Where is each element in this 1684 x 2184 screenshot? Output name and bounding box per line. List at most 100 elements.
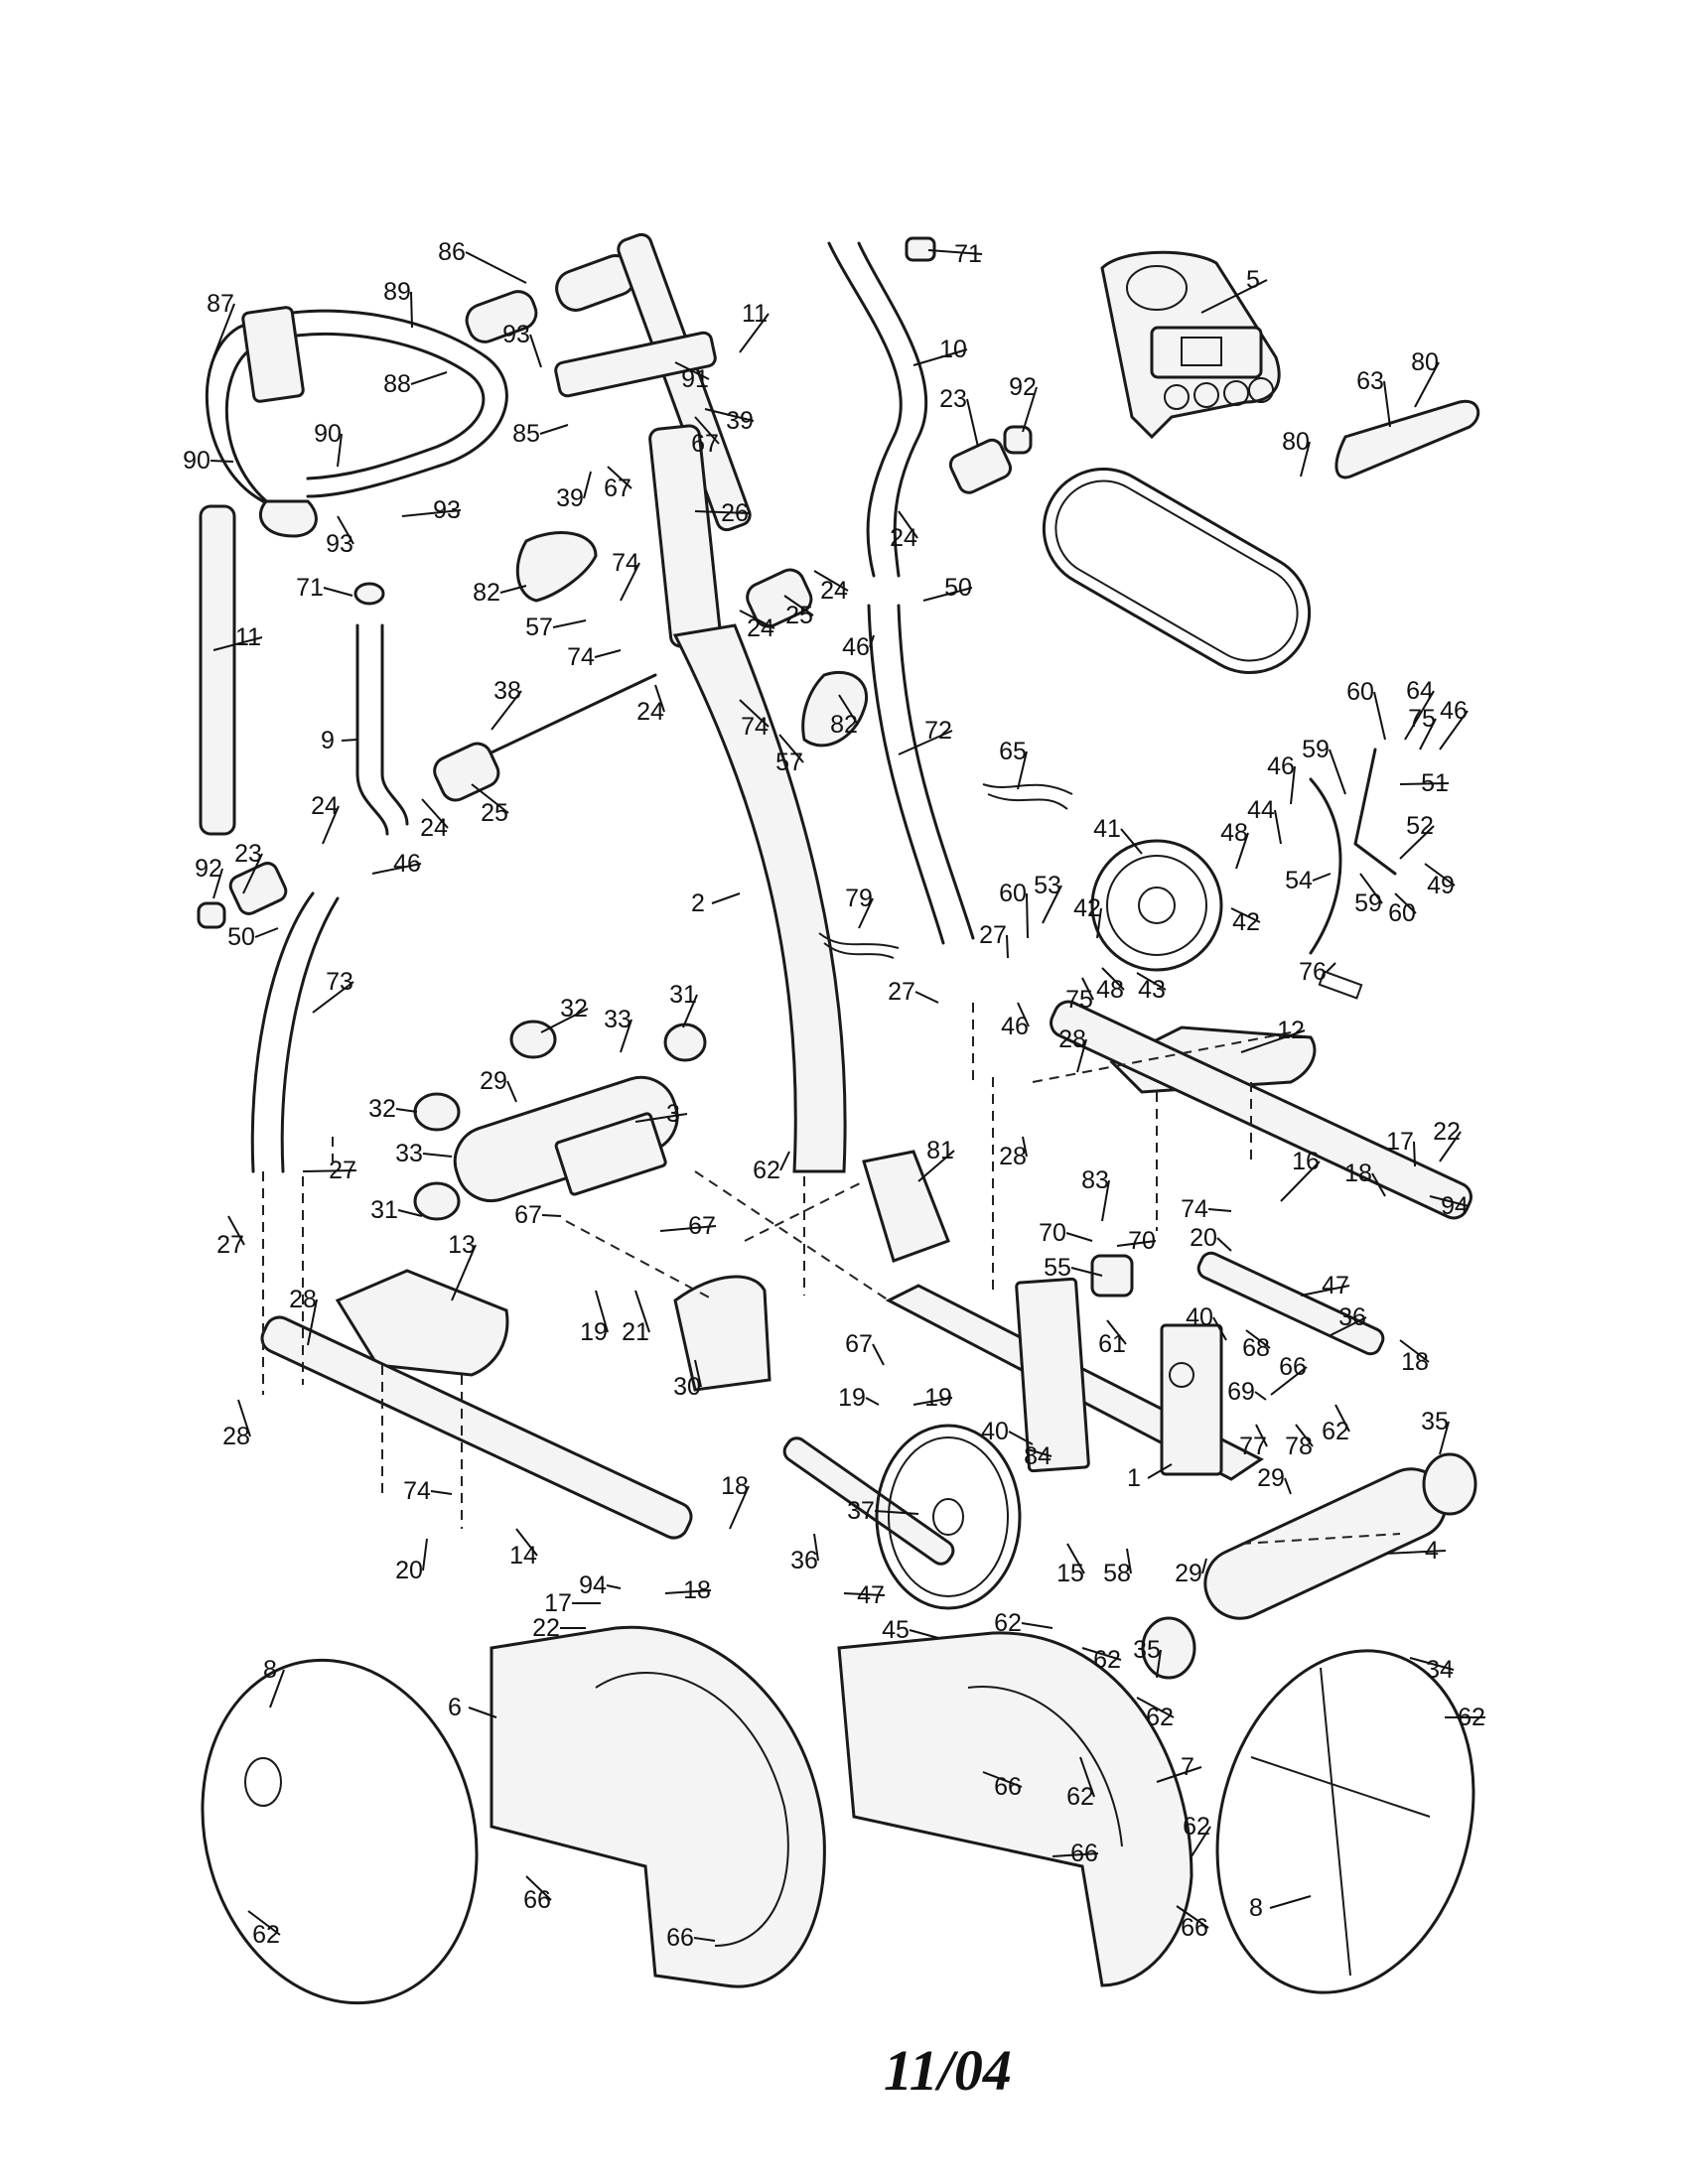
callout-leader [242,853,263,894]
callout-leader [395,1108,418,1113]
callout-number: 39 [726,407,754,435]
callout-leader [302,1169,357,1172]
callout-number: 45 [882,1616,910,1644]
callout-leader [779,1151,790,1171]
callout-number: 67 [845,1330,873,1358]
part-cap-71 [905,236,936,262]
callout-number: 81 [926,1137,954,1164]
callout-leader [693,1937,716,1942]
callout-number: 24 [420,814,448,842]
callout-leader [1065,1232,1093,1242]
callout-leader [917,1150,955,1182]
callout-leader [1022,386,1038,433]
callout-number: 27 [216,1231,244,1259]
callout-leader [1330,1316,1367,1336]
callout-leader [914,991,939,1004]
callout-leader [874,1510,919,1515]
part-bracket-91 [554,331,717,398]
callout-leader [813,570,849,592]
callout-number: 20 [1190,1224,1217,1252]
callout-number: 3 [666,1100,680,1128]
callout-number: 76 [1299,958,1327,986]
callout-leader [1383,380,1391,428]
part-pulley-37 [875,1424,1022,1610]
part-wire-79 [818,932,900,959]
callout-leader [729,1485,750,1530]
callout-leader [1270,1366,1308,1396]
callout-number: 44 [1247,796,1275,824]
callout-leader [541,1214,562,1217]
part-arm-72 [867,604,975,945]
callout-number: 62 [1066,1783,1094,1811]
callout-number: 7 [1181,1753,1194,1781]
callout-leader [966,398,979,448]
callout-leader [694,1359,702,1388]
callout-number: 28 [289,1286,317,1313]
callout-leader [1201,1558,1207,1574]
callout-leader [1300,1285,1350,1297]
callout-number: 61 [1098,1330,1126,1358]
callout-number: 42 [1232,908,1260,936]
callout-number: 37 [847,1497,875,1525]
part-pivot-25-lower [433,742,500,802]
callout-leader [471,783,509,814]
callout-leader [1052,1852,1099,1857]
callout-leader [620,562,640,602]
callout-number: 13 [448,1231,476,1259]
callout-leader [212,636,263,651]
callout-leader [1326,962,1336,973]
callout-leader [1230,907,1261,923]
callout-number: 74 [741,713,769,741]
callout-number: 42 [1073,894,1101,922]
callout-number: 19 [924,1384,952,1412]
callout-number: 15 [1056,1560,1084,1587]
callout-number: 67 [688,1212,716,1240]
callout-leader [499,585,527,594]
part-shroud-6 [490,1625,826,1988]
callout-number: 41 [1093,815,1121,843]
callout-number: 75 [1408,705,1436,733]
callout-leader [606,1584,622,1589]
callout-leader [307,1298,318,1346]
callout-number: 78 [1285,1433,1313,1460]
callout-leader [865,1397,880,1406]
callout-leader [909,1629,939,1639]
callout-number: 46 [1440,697,1468,725]
callout-number: 18 [1344,1160,1372,1187]
callout-number: 90 [314,420,342,448]
part-frame-1 [885,1277,1264,1481]
callout-number: 19 [580,1318,608,1346]
callout-number: 60 [1388,899,1416,927]
part-arm-9 [355,623,409,836]
part-endcap-35-right [1422,1452,1477,1516]
callout-number: 93 [433,496,461,524]
callout-number: 29 [1175,1560,1202,1587]
callout-leader [1235,832,1249,870]
callout-number: 28 [1058,1025,1086,1053]
callout-leader [1329,749,1346,795]
callout-leader [912,1397,953,1406]
part-cap-92-lower [197,901,226,929]
callout-number: 62 [1183,1813,1210,1841]
callout-number: 69 [1227,1378,1255,1406]
callout-number: 46 [1267,752,1295,780]
part-crossbar-3 [413,1020,707,1221]
part-shroud-82-right [801,670,869,748]
callout-leader [1373,691,1386,741]
callout-leader [1191,1826,1211,1857]
callout-number: 22 [532,1614,560,1642]
callout-leader [620,1019,632,1053]
part-wire-65 [982,783,1073,810]
callout-number: 66 [994,1773,1022,1801]
callout-leader [583,471,592,499]
callout-number: 87 [207,290,234,318]
callout-number: 32 [560,995,588,1023]
callout-number: 6 [448,1694,462,1721]
callout-leader [694,416,720,445]
callout-leader [1126,1548,1132,1574]
callout-leader [1240,1029,1306,1053]
callout-number: 49 [1427,872,1455,899]
callout-leader [539,424,569,435]
callout-leader [552,619,587,628]
